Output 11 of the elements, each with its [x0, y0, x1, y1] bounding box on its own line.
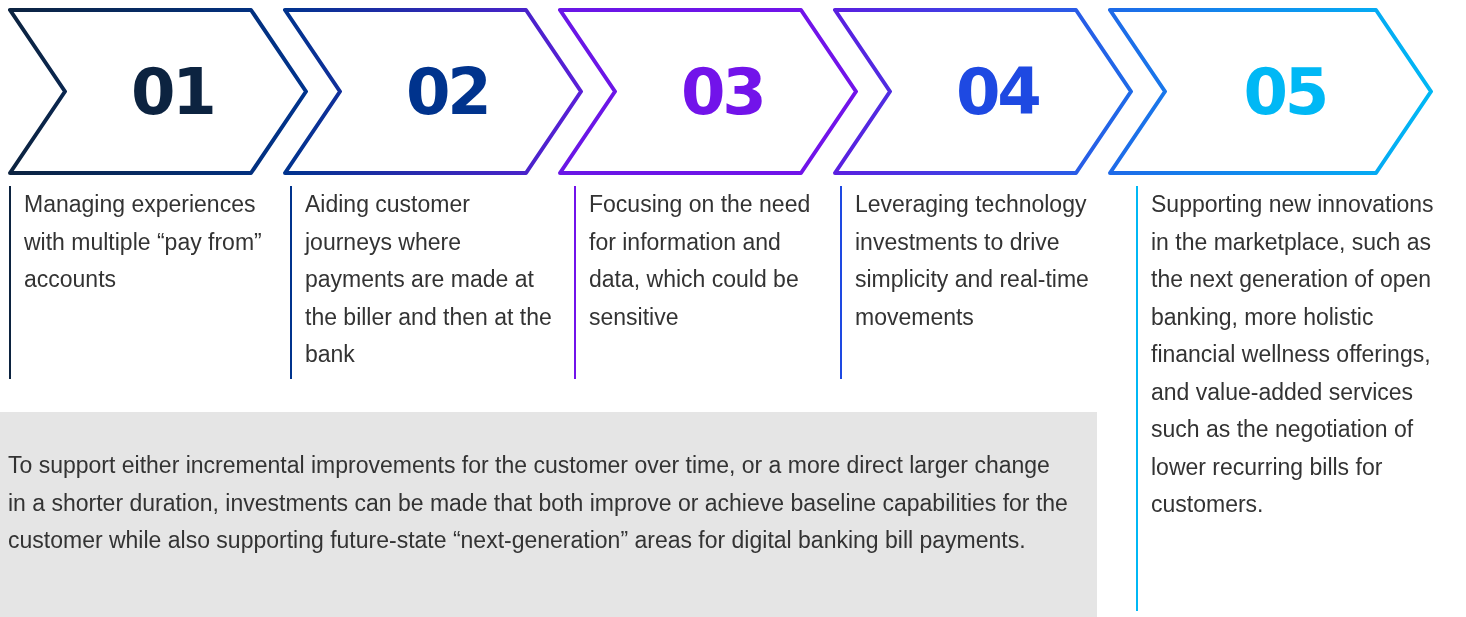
step-description: Aiding customer journeys where payments are made at the biller and then at the bank	[290, 186, 560, 379]
step-description: Focusing on the need for information and data, which could be sensitive	[574, 186, 832, 379]
step-number: 04	[955, 59, 1039, 124]
step-number: 03	[680, 59, 764, 124]
step-description: Leveraging technology investments to drive simplicity and real-time movements	[840, 186, 1125, 379]
step-description: Supporting new innovations in the marketplace, such as the next generation of open banking, more holistic financial wellness offerings, and value-added services such as the negotiation of lower recurring bills for customers.	[1136, 186, 1441, 611]
step-description: Managing experiences with multiple “pay from” accounts	[9, 186, 279, 379]
step-number: 02	[405, 59, 489, 124]
step-number: 01	[130, 59, 214, 124]
step-number: 05	[1243, 59, 1327, 124]
note-panel: To support either incremental improvements for the customer over time, or a more direct larger change in a shorter duration, investments can be made that both improve or achieve baseline capabilities for the customer while also supporting future-state “next-generation” areas for digital banking bill payments.	[0, 412, 1097, 617]
